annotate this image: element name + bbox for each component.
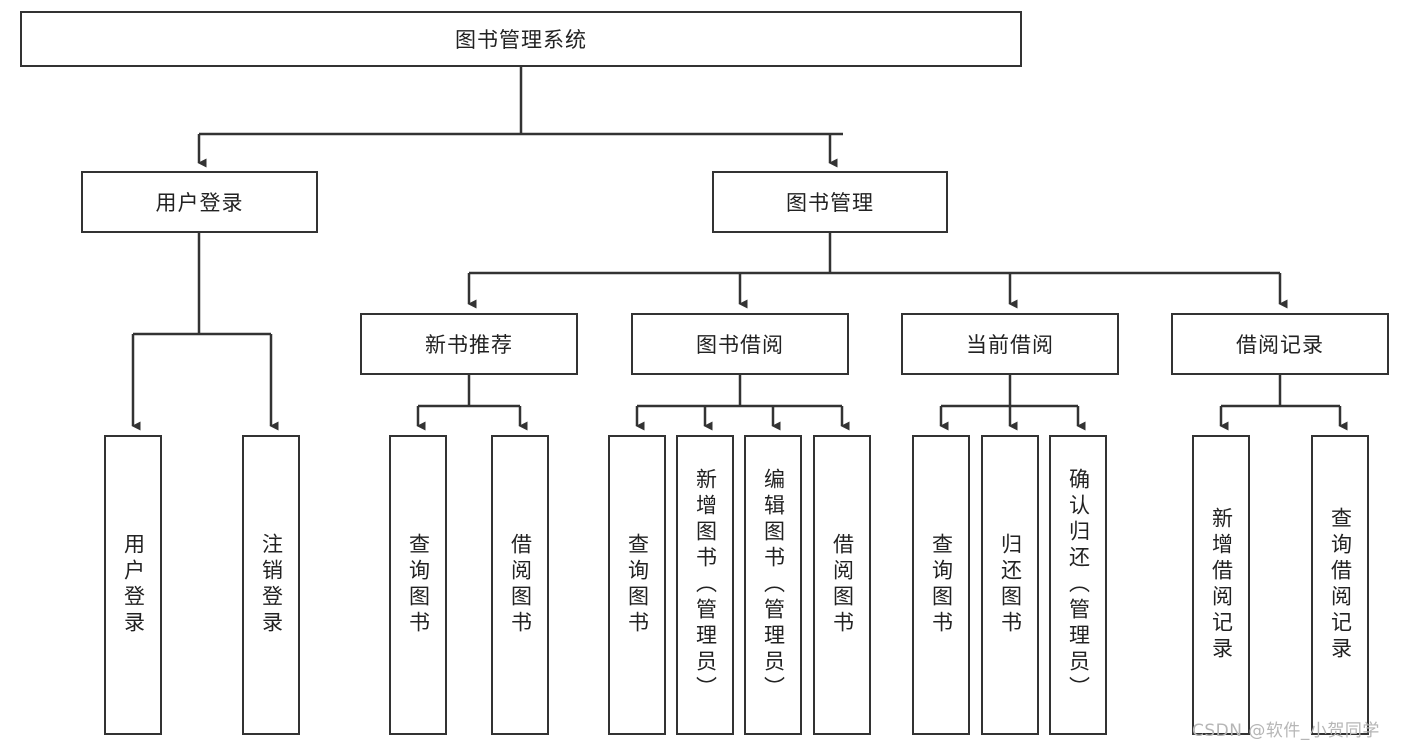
leaf-add-record[interactable]: 新增借阅记录 bbox=[1192, 435, 1250, 735]
node-book-borrow[interactable]: 图书借阅 bbox=[631, 313, 849, 375]
leaf-query-record[interactable]: 查询借阅记录 bbox=[1311, 435, 1369, 735]
node-label: 新增图书（管理员） bbox=[693, 468, 718, 702]
node-label: 查询图书 bbox=[929, 533, 954, 637]
node-borrow-record[interactable]: 借阅记录 bbox=[1171, 313, 1389, 375]
node-label: 归还图书 bbox=[998, 533, 1023, 637]
node-label: 查询图书 bbox=[625, 533, 650, 637]
leaf-user-logout[interactable]: 注销登录 bbox=[242, 435, 300, 735]
node-label: 图书管理系统 bbox=[455, 28, 587, 52]
node-current-borrow[interactable]: 当前借阅 bbox=[901, 313, 1119, 375]
node-label: 借阅图书 bbox=[830, 533, 855, 637]
leaf-borrow-book-2[interactable]: 借阅图书 bbox=[813, 435, 871, 735]
leaf-query-book-3[interactable]: 查询图书 bbox=[912, 435, 970, 735]
node-label: 查询图书 bbox=[406, 533, 431, 637]
leaf-return-book[interactable]: 归还图书 bbox=[981, 435, 1039, 735]
node-root-system[interactable]: 图书管理系统 bbox=[20, 11, 1022, 67]
node-label: 新书推荐 bbox=[425, 333, 513, 357]
node-user-login[interactable]: 用户登录 bbox=[81, 171, 318, 233]
node-label: 借阅记录 bbox=[1236, 333, 1324, 357]
leaf-edit-book[interactable]: 编辑图书（管理员） bbox=[744, 435, 802, 735]
node-new-book-recommend[interactable]: 新书推荐 bbox=[360, 313, 578, 375]
node-label: 确认归还（管理员） bbox=[1066, 468, 1091, 702]
leaf-query-book-1[interactable]: 查询图书 bbox=[389, 435, 447, 735]
node-label: 借阅图书 bbox=[508, 533, 533, 637]
leaf-confirm-return[interactable]: 确认归还（管理员） bbox=[1049, 435, 1107, 735]
node-label: 查询借阅记录 bbox=[1328, 507, 1353, 663]
node-label: 新增借阅记录 bbox=[1209, 507, 1234, 663]
leaf-add-book[interactable]: 新增图书（管理员） bbox=[676, 435, 734, 735]
watermark-text: CSDN @软件_小贺同学 bbox=[1192, 721, 1380, 741]
node-label: 注销登录 bbox=[259, 533, 284, 637]
leaf-query-book-2[interactable]: 查询图书 bbox=[608, 435, 666, 735]
leaf-borrow-book-1[interactable]: 借阅图书 bbox=[491, 435, 549, 735]
node-label: 当前借阅 bbox=[966, 333, 1054, 357]
node-book-manage[interactable]: 图书管理 bbox=[712, 171, 948, 233]
node-label: 用户登录 bbox=[155, 191, 244, 215]
node-label: 图书借阅 bbox=[696, 333, 784, 357]
leaf-user-login[interactable]: 用户登录 bbox=[104, 435, 162, 735]
node-label: 用户登录 bbox=[121, 533, 146, 637]
node-label: 图书管理 bbox=[786, 191, 874, 215]
node-label: 编辑图书（管理员） bbox=[761, 468, 786, 702]
